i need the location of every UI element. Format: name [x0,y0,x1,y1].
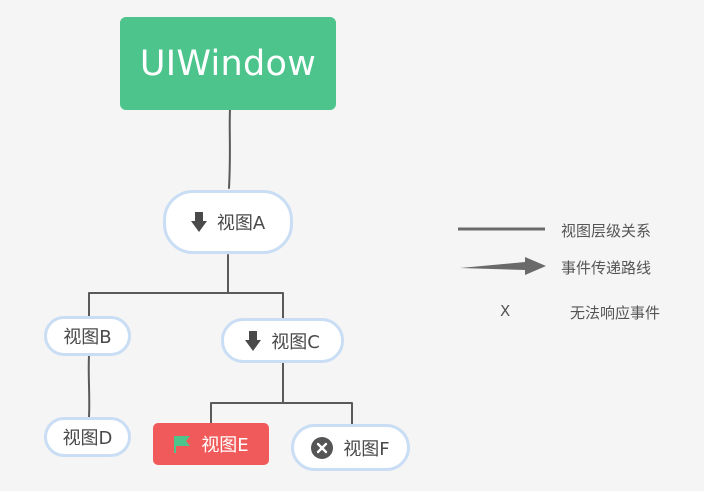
view-b-node: 视图B [44,316,131,356]
view-d-node: 视图D [44,417,131,457]
view-a-label: 视图A [216,213,266,234]
legend-no-response-label: 无法响应事件 [570,304,661,322]
view-c-label: 视图C [271,331,320,353]
view-b-label: 视图B [63,327,112,348]
uiwindow-node: UIWindow [120,17,336,110]
view-e-label: 视图E [201,435,249,456]
uiwindow-label: UIWindow [139,43,317,84]
view-f-node: 视图F [291,424,410,471]
legend-event-path-label: 事件传递路线 [561,259,652,277]
flag-icon [173,435,191,453]
down-arrow-icon [190,212,207,232]
legend-x-symbol: X [500,302,511,320]
view-d-label: 视图D [62,428,113,449]
down-arrow-icon [245,330,262,351]
view-e-node: 视图E [153,423,269,465]
line-root-to-a [228,109,231,189]
line-b-to-d [87,355,91,418]
view-f-label: 视图F [343,438,390,460]
view-c-node: 视图C [221,318,344,363]
close-circle-icon [311,436,334,459]
view-a-node: 视图A [163,190,293,254]
line-c-to-children [210,362,353,425]
legend-hierarchy-label: 视图层级关系 [561,222,652,240]
legend-event-arrow [460,257,546,275]
line-a-to-children [88,254,284,319]
